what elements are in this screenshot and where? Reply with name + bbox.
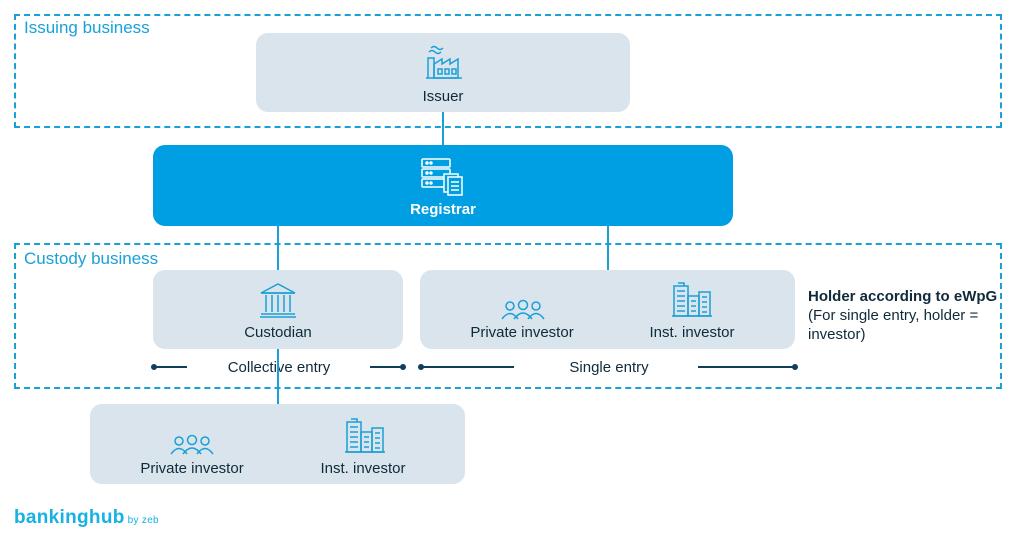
inst-investor-collective-label: Inst. investor bbox=[320, 460, 406, 477]
factory-icon bbox=[426, 45, 462, 79]
bank-building-icon bbox=[260, 283, 296, 318]
custodian-label: Custodian bbox=[244, 324, 312, 341]
private-investor-collective-label: Private investor bbox=[140, 460, 244, 477]
collective-entry-left-dot bbox=[151, 364, 157, 370]
single-entry-right-dot bbox=[792, 364, 798, 370]
issuing-business-label: Issuing business bbox=[24, 18, 150, 37]
collective-investors-box bbox=[90, 404, 465, 484]
people-group-icon bbox=[501, 299, 545, 320]
single-entry-left-line bbox=[422, 366, 514, 368]
holder-note-bold: Holder according to eWpG bbox=[808, 288, 998, 305]
single-entry-right-line bbox=[698, 366, 794, 368]
collective-entry-label: Collective entry bbox=[227, 359, 331, 376]
single-entry-left-dot bbox=[418, 364, 424, 370]
collective-entry-right-line bbox=[370, 366, 402, 368]
custody-business-region bbox=[14, 243, 1002, 389]
office-buildings-icon bbox=[672, 282, 712, 317]
collective-entry-right-dot bbox=[400, 364, 406, 370]
holder-note-text: (For single entry, holder = investor) bbox=[808, 307, 979, 343]
collective-entry-left-line bbox=[155, 366, 187, 368]
server-documents-icon bbox=[421, 158, 463, 196]
issuer-registrar-connector bbox=[442, 112, 444, 146]
holder-note: Holder according to eWpG (For single ent… bbox=[808, 287, 998, 344]
registrar-custodian-connector bbox=[277, 226, 279, 270]
registrar-single-entry-connector bbox=[607, 226, 609, 270]
custody-business-label: Custody business bbox=[24, 249, 159, 268]
logo-suffix: by zeb bbox=[127, 515, 159, 526]
issuer-box bbox=[256, 33, 630, 112]
custodian-collective-connector bbox=[277, 349, 279, 405]
registrar-label: Registrar bbox=[410, 201, 476, 218]
issuer-label: Issuer bbox=[422, 88, 464, 105]
office-buildings-icon bbox=[345, 418, 385, 453]
single-entry-box bbox=[420, 270, 795, 349]
people-group-icon bbox=[170, 434, 214, 455]
inst-investor-single-label: Inst. investor bbox=[649, 324, 735, 341]
single-entry-label: Single entry bbox=[569, 359, 649, 376]
logo-name: bankinghub bbox=[14, 507, 125, 528]
issuing-business-region bbox=[14, 14, 1002, 128]
private-investor-single-label: Private investor bbox=[470, 324, 574, 341]
